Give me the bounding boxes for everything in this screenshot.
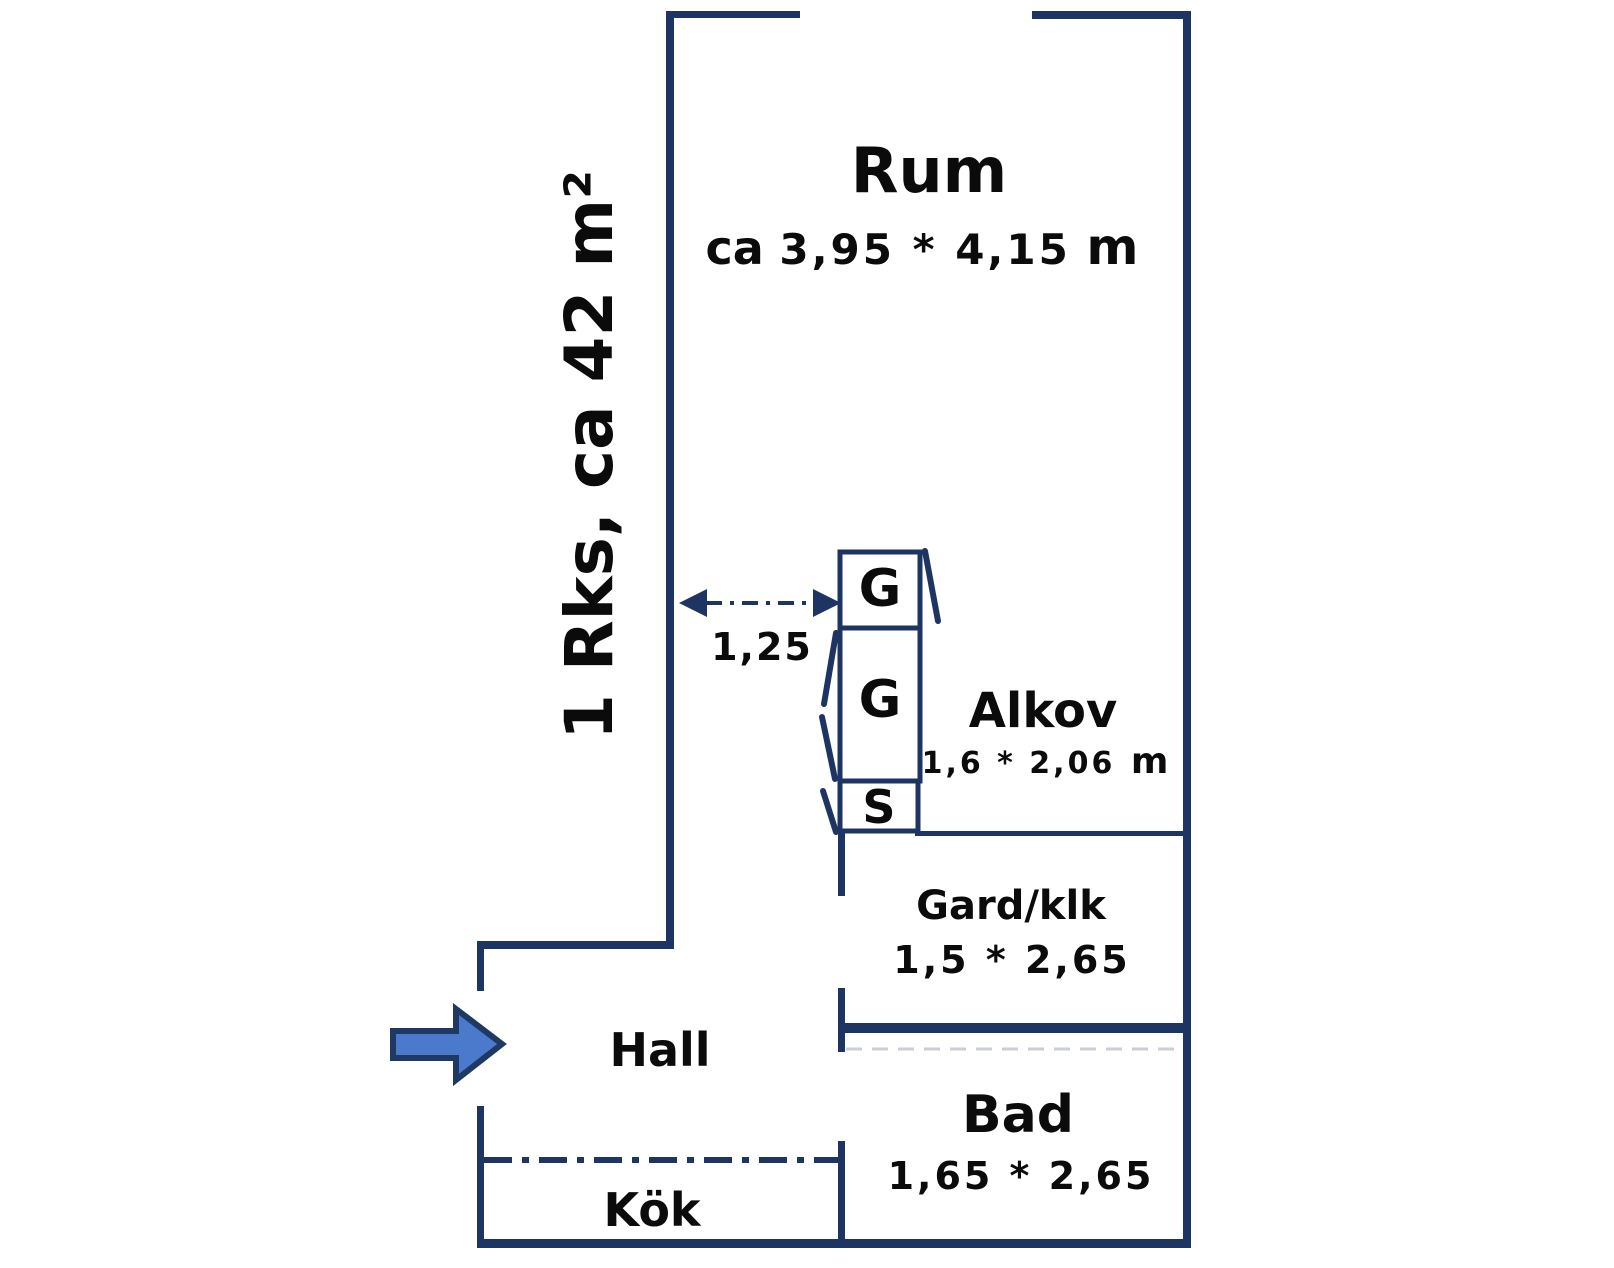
wall-divider-upper xyxy=(838,833,845,896)
alkov-dim-unit: m xyxy=(1130,741,1169,782)
closet-label-g-middle: G xyxy=(858,670,902,730)
room-label-hall: Hall xyxy=(609,1023,711,1077)
wall-gard-bottom xyxy=(838,1023,1191,1033)
alkov-dim-value: 1,6 * 2,06 xyxy=(921,746,1116,781)
room-label-rum: Rum xyxy=(850,134,1008,207)
wall-bottom xyxy=(477,1239,1191,1248)
closet-label-g-top: G xyxy=(858,559,902,619)
room-label-bad: Bad xyxy=(962,1085,1074,1145)
wall-hall-left-stub xyxy=(477,941,484,991)
wall-alkov-bottom xyxy=(915,831,1191,836)
wall-kok-left xyxy=(477,1106,484,1248)
plan-title: 1 Rks, ca 42 m² xyxy=(551,169,628,741)
rum-dim-prefix: ca xyxy=(705,221,764,275)
wall-rum-left xyxy=(666,11,674,949)
door-swing-g-top xyxy=(922,548,941,624)
door-swing-g-middle-upper xyxy=(821,630,839,707)
gard-dim-value: 1,5 * 2,65 xyxy=(893,938,1131,982)
room-dim-bad: 1,65 * 2,65 xyxy=(888,1157,1155,1195)
room-label-alkov: Alkov xyxy=(968,683,1118,739)
room-dim-rum: ca 3,95 * 4,15 m xyxy=(705,222,1138,272)
dimension-label-1-25: 1,25 xyxy=(711,625,813,669)
rum-dim-unit: m xyxy=(1086,218,1139,276)
wall-hall-top xyxy=(477,941,674,949)
wall-divider-middle xyxy=(838,988,845,1052)
wall-top-right-segment xyxy=(1032,11,1191,19)
entry-arrow-icon xyxy=(390,1002,507,1087)
wall-top-left-segment xyxy=(666,11,800,18)
dimension-arrow xyxy=(679,589,841,617)
room-label-kok: Kök xyxy=(603,1183,701,1237)
dimension-arrowhead-right xyxy=(813,589,841,617)
door-swing-g-middle-lower xyxy=(819,714,838,782)
bad-dim-value: 1,65 * 2,65 xyxy=(887,1154,1155,1198)
door-swing-s xyxy=(820,788,839,835)
wall-right xyxy=(1183,11,1191,1248)
rum-dim-value: 3,95 * 4,15 xyxy=(779,225,1071,274)
closet-box-s xyxy=(837,778,921,834)
closet-label-s: S xyxy=(862,780,896,834)
room-label-gard-klk: Gard/klk xyxy=(916,883,1106,929)
dimension-arrowhead-left xyxy=(679,589,707,617)
wall-divider-lower xyxy=(838,1141,845,1248)
room-dim-alkov: 1,6 * 2,06 m xyxy=(922,744,1169,780)
room-dim-gard-klk: 1,5 * 2,65 xyxy=(893,941,1130,979)
